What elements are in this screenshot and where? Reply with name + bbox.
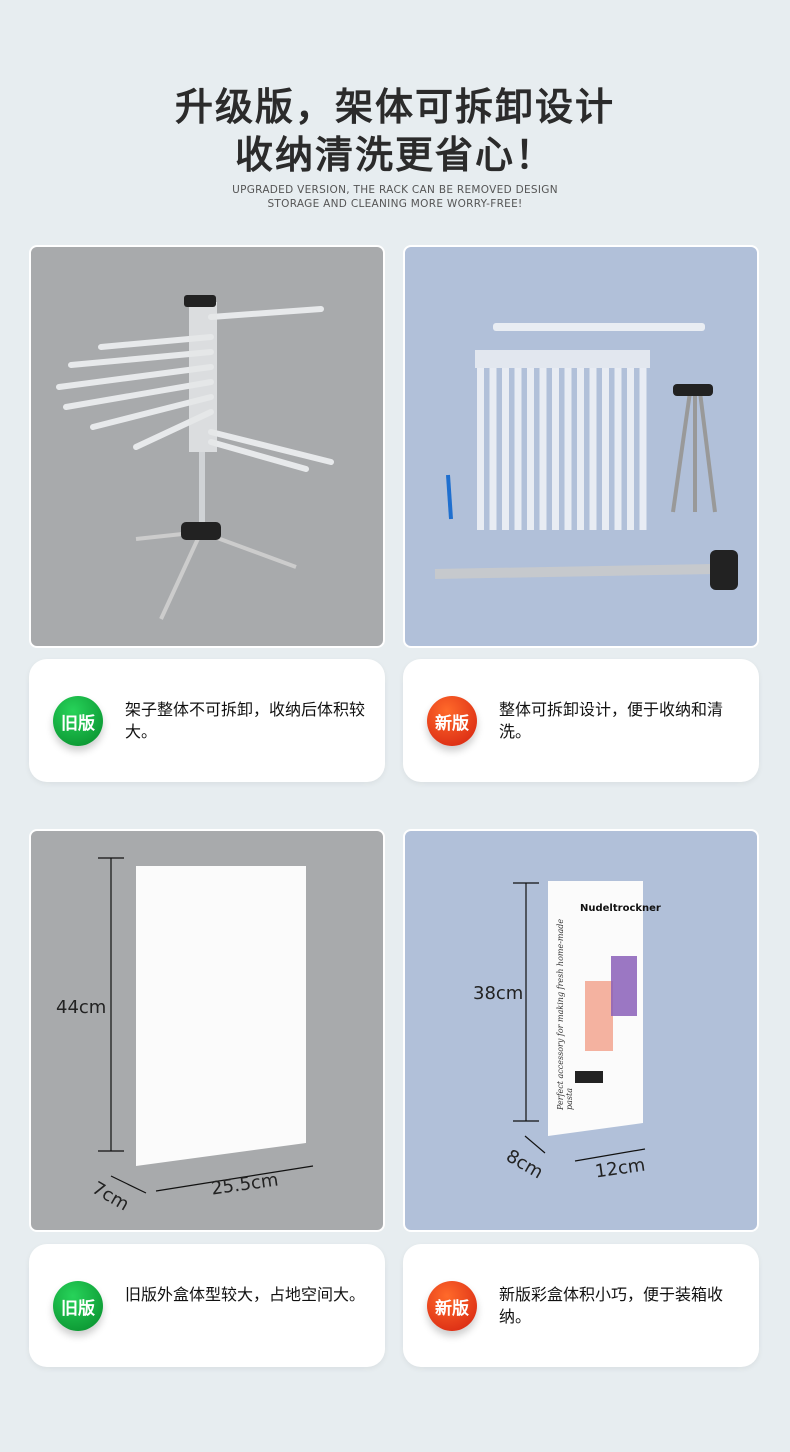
- old-version-badge: 旧版: [53, 1281, 103, 1331]
- drying-rod: [477, 350, 484, 530]
- new-box-description: 新版彩盒体积小巧，便于装箱收纳。: [499, 1285, 724, 1326]
- drying-rod: [539, 350, 547, 530]
- new-box-brand: Nudeltrockner: [580, 903, 661, 914]
- drying-rod: [502, 350, 509, 530]
- drying-rod: [552, 350, 559, 530]
- page-title-line1: 升级版，架体可拆卸设计: [174, 85, 615, 129]
- old-version-badge: 旧版: [53, 696, 103, 746]
- old-rack-photo: [29, 245, 385, 648]
- old-box-description: 旧版外盒体型较大，占地空间大。: [125, 1285, 366, 1304]
- subtitle-line1: UPGRADED VERSION, THE RACK CAN BE REMOVE…: [232, 184, 558, 196]
- drying-rod: [627, 350, 634, 530]
- drying-rod: [564, 350, 572, 530]
- subtitle-line2: STORAGE AND CLEANING MORE WORRY-FREE!: [267, 198, 523, 210]
- old-rack-description: 架子整体不可拆卸，收纳后体积较大。: [125, 700, 366, 741]
- page-title-line2: 收纳清洗更省心！: [234, 133, 555, 177]
- old-box-card: 旧版 旧版外盒体型较大，占地空间大。: [29, 1244, 385, 1367]
- new-version-badge: 新版: [427, 1281, 477, 1331]
- drying-rod: [514, 350, 522, 530]
- drying-rod: [614, 350, 622, 530]
- drying-rod: [489, 350, 497, 530]
- new-box-card: 新版 新版彩盒体积小巧，便于装箱收纳。: [403, 1244, 759, 1367]
- new-version-badge: 新版: [427, 696, 477, 746]
- new-box-image: [513, 881, 646, 1162]
- drying-rod: [527, 350, 534, 530]
- new-rack-description: 整体可拆卸设计，便于收纳和清洗。: [499, 700, 724, 741]
- new-rack-card: 新版 整体可拆卸设计，便于收纳和清洗。: [403, 659, 759, 782]
- new-box-photo: Nudeltrockner Perfect accessory for maki…: [403, 829, 759, 1232]
- new-box-height-label: 38cm: [473, 983, 524, 1004]
- drying-rod: [577, 350, 584, 530]
- assembled-rack-image: [56, 295, 334, 620]
- old-box-image: [98, 857, 314, 1194]
- drying-rod: [602, 350, 609, 530]
- old-box-height-label: 44cm: [56, 997, 107, 1018]
- new-box-tagline: Perfect accessory for making fresh home-…: [556, 918, 574, 1110]
- new-rack-parts-photo: [403, 245, 759, 648]
- disassembled-parts-image: [434, 323, 738, 590]
- old-rack-card: 旧版 架子整体不可拆卸，收纳后体积较大。: [29, 659, 385, 782]
- old-box-photo: 44cm 25.5cm 7cm: [29, 829, 385, 1232]
- drying-rod: [639, 350, 647, 530]
- drying-rod: [589, 350, 597, 530]
